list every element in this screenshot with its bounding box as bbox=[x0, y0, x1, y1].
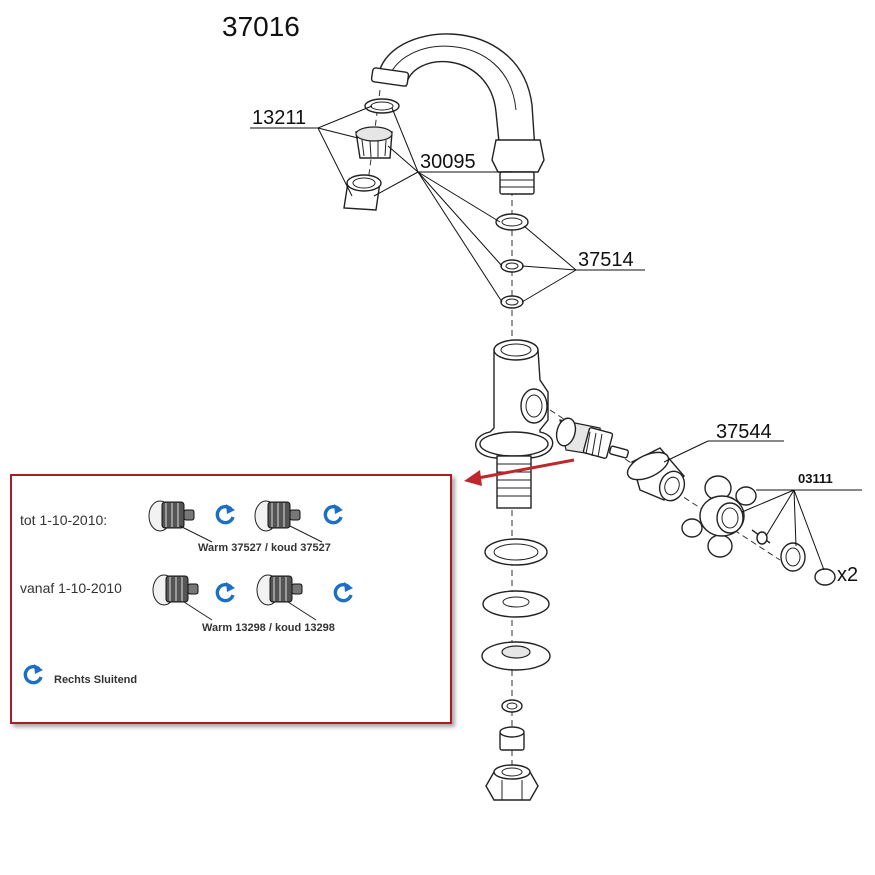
caption-leaders-row2 bbox=[183, 601, 317, 621]
row1-caption: Warm 37527 / koud 37527 bbox=[198, 542, 331, 554]
clockwise-rotate-icon bbox=[23, 664, 43, 685]
clockwise-rotate-icon bbox=[333, 582, 353, 603]
spout bbox=[370, 33, 545, 195]
clockwise-rotate-icon bbox=[215, 504, 235, 525]
callout-37514: 37514 bbox=[578, 249, 634, 271]
cross-handle bbox=[681, 475, 836, 586]
cartridge-icon bbox=[152, 574, 199, 606]
row2-label: vanaf 1-10-2010 bbox=[20, 580, 122, 596]
callout-03111: 03111 bbox=[798, 471, 833, 486]
cartridge-icon bbox=[148, 500, 195, 532]
cartridge-info-box: tot 1-10-2010: Warm 37527 / koud 37527 v… bbox=[10, 474, 452, 724]
clockwise-rotate-icon bbox=[323, 504, 343, 525]
pointer-arrow bbox=[464, 458, 575, 486]
caption-leaders-row1 bbox=[179, 525, 323, 543]
row2-caption: Warm 13298 / koud 13298 bbox=[202, 622, 335, 634]
row1-label: tot 1-10-2010: bbox=[20, 512, 108, 528]
callout-13211: 13211 bbox=[252, 107, 306, 129]
clockwise-rotate-icon bbox=[215, 582, 235, 603]
aerator-parts bbox=[343, 98, 400, 211]
seal-rings bbox=[495, 213, 529, 309]
shroud-part bbox=[626, 447, 686, 502]
cartridge-part bbox=[555, 417, 629, 459]
faucet-body bbox=[475, 339, 554, 509]
cartridge-icon bbox=[256, 574, 303, 606]
callout-30095: 30095 bbox=[420, 151, 476, 173]
legend-label: Rechts Sluitend bbox=[54, 674, 138, 686]
cartridge-icon bbox=[254, 500, 301, 532]
diagram-title: 37016 bbox=[222, 11, 300, 42]
callout-37544: 37544 bbox=[716, 421, 772, 443]
mounting-parts bbox=[481, 538, 551, 801]
leader-lines bbox=[250, 105, 862, 571]
callout-x2: x2 bbox=[837, 564, 858, 586]
